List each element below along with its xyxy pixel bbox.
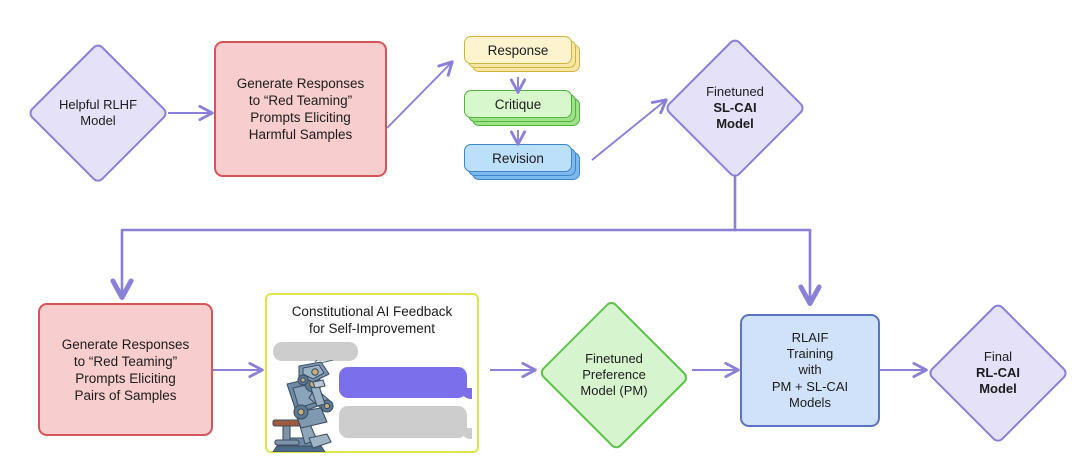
node-label: Generate Responses to “Red Teaming” Prom… bbox=[237, 75, 365, 143]
label-line-4: PM + SL-CAI bbox=[771, 378, 849, 394]
card-label: Response bbox=[487, 42, 549, 58]
bubble-tail bbox=[461, 387, 472, 399]
node-rlaif-training[interactable]: RLAIF Training with PM + SL-CAI Models bbox=[740, 314, 880, 427]
label-line-1: Constitutional AI Feedback bbox=[291, 304, 453, 319]
assistant-bubble-top bbox=[273, 341, 358, 361]
card-label: Revision bbox=[492, 150, 544, 166]
label-line-3: Prompts Eliciting bbox=[250, 110, 351, 125]
label-line-1: RLAIF bbox=[791, 329, 829, 345]
node-generate-sample-pairs[interactable]: Generate Responses to “Red Teaming” Prom… bbox=[38, 303, 213, 436]
user-bubble-middle bbox=[339, 366, 472, 399]
bus-branch-to-rlaif bbox=[733, 228, 822, 306]
label-line-1: Generate Responses bbox=[236, 76, 365, 91]
assistant-bubble-bottom bbox=[339, 405, 472, 439]
diamond-shape bbox=[26, 41, 170, 185]
card-front: Revision bbox=[464, 144, 572, 172]
thinker-robot-icon bbox=[272, 359, 334, 452]
label-line-2: Training bbox=[786, 345, 834, 361]
bubble-tail bbox=[461, 427, 472, 439]
label-line-3: with bbox=[798, 362, 822, 378]
node-label: RLAIF Training with PM + SL-CAI Models bbox=[772, 330, 848, 412]
diamond-shape bbox=[538, 299, 690, 451]
card-critique[interactable]: Critique bbox=[464, 90, 584, 130]
card-label: Critique bbox=[494, 96, 542, 112]
cai-feedback-title: Constitutional AI Feedback for Self-Impr… bbox=[267, 295, 477, 338]
node-finetuned-preference-model[interactable]: Finetuned Preference Model (PM) bbox=[537, 299, 691, 451]
card-front: Critique bbox=[464, 90, 572, 118]
arrow-revision-to-sl-cai bbox=[591, 98, 668, 161]
label-line-1: Generate Responses bbox=[61, 336, 190, 352]
card-revision[interactable]: Revision bbox=[464, 144, 584, 184]
diamond-shape bbox=[663, 36, 807, 180]
label-line-4: Harmful Samples bbox=[248, 127, 353, 142]
arrow-generate-harmful-to-response bbox=[386, 60, 454, 129]
diamond-shape bbox=[926, 301, 1070, 445]
node-generate-harmful-samples[interactable]: Generate Responses to “Red Teaming” Prom… bbox=[214, 41, 387, 177]
label-line-2: to “Red Teaming” bbox=[73, 353, 178, 369]
card-front: Response bbox=[464, 36, 572, 64]
node-cai-feedback-card[interactable]: Constitutional AI Feedback for Self-Impr… bbox=[265, 293, 479, 453]
label-line-5: Models bbox=[789, 395, 831, 411]
bus-branch-to-generate-pairs bbox=[110, 228, 737, 300]
label-line-3: Prompts Eliciting bbox=[75, 370, 176, 386]
cai-feedback-illustration bbox=[267, 341, 477, 452]
node-final-rl-cai-model[interactable]: Final RL-CAI Model bbox=[926, 301, 1070, 445]
node-helpful-rlhf-model[interactable]: Helpful RLHF Model bbox=[26, 41, 170, 185]
card-response[interactable]: Response bbox=[464, 36, 584, 76]
label-line-2: for Self-Improvement bbox=[308, 320, 436, 336]
label-line-2: to “Red Teaming” bbox=[248, 93, 353, 108]
label-line-4: Pairs of Samples bbox=[74, 387, 177, 403]
node-finetuned-sl-cai-model[interactable]: Finetuned SL-CAI Model bbox=[663, 36, 807, 180]
node-label: Generate Responses to “Red Teaming” Prom… bbox=[62, 336, 190, 404]
